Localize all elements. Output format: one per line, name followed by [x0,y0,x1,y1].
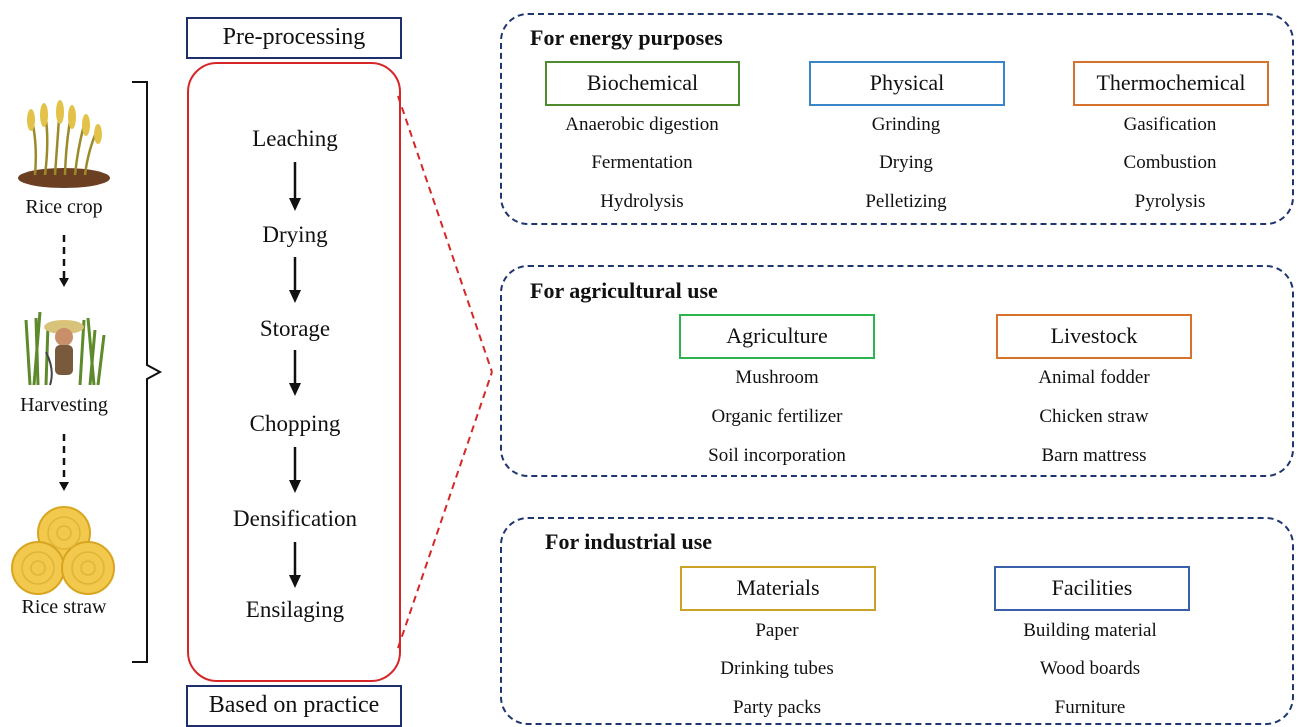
item-gasification: Gasification [1123,114,1217,135]
preprocessing-steps-container [187,62,401,682]
item-mushroom: Mushroom [735,367,819,388]
stage-label-harvesting: Harvesting [20,394,108,416]
stage-arrow-1 [59,235,69,287]
item-hydrolysis: Hydrolysis [600,191,684,212]
item-pelletizing: Pelletizing [865,191,947,212]
step-chopping: Chopping [249,411,341,436]
zoom-line-top [397,95,493,373]
item-chicken-straw: Chicken straw [1039,406,1149,427]
stage-arrow-2 [59,434,69,491]
step-drying: Drying [262,222,328,247]
category-biochemical: Biochemical [545,61,740,106]
item-anaerobic-digestion: Anaerobic digestion [565,114,719,135]
item-organic-fertilizer: Organic fertilizer [711,406,843,427]
item-building-material: Building material [1023,620,1157,641]
group-energy [500,13,1294,225]
step-arrow-5 [289,542,301,588]
group-industrial-title: For industrial use [545,529,713,554]
step-ensilaging: Ensilaging [245,597,345,622]
group-agricultural [500,265,1294,477]
item-paper: Paper [755,620,799,641]
item-wood-boards: Wood boards [1039,658,1141,679]
group-industrial [500,517,1294,725]
step-arrow-4 [289,447,301,493]
item-grinding: Grinding [871,114,941,135]
group-agricultural-title: For agricultural use [530,278,718,303]
item-soil-incorporation: Soil incorporation [708,445,846,466]
category-livestock: Livestock [996,314,1192,359]
item-party-packs: Party packs [732,697,822,718]
rice-crop-icon [18,100,110,188]
item-drinking-tubes: Drinking tubes [720,658,834,679]
category-facilities: Facilities [994,566,1190,611]
harvester-icon [24,311,106,386]
item-pyrolysis: Pyrolysis [1134,191,1206,212]
item-furniture: Furniture [1054,697,1126,718]
item-drying: Drying [879,152,933,173]
step-arrow-2 [289,257,301,303]
straw-bale-icon [11,506,115,595]
stage-label-rice-straw: Rice straw [21,596,107,618]
left-brace [132,81,163,663]
item-animal-fodder: Animal fodder [1038,367,1150,388]
category-agriculture: Agriculture [679,314,875,359]
step-leaching: Leaching [252,126,338,151]
group-energy-title: For energy purposes [530,25,723,50]
step-densification: Densification [233,506,357,531]
item-fermentation: Fermentation [591,152,693,173]
category-materials: Materials [680,566,876,611]
preprocessing-title: Pre-processing [186,17,402,59]
step-arrow-1 [289,162,301,211]
item-combustion: Combustion [1123,152,1217,173]
category-physical: Physical [809,61,1005,106]
preprocessing-footer: Based on practice [186,685,402,727]
category-thermochemical: Thermochemical [1073,61,1269,106]
step-arrow-3 [289,350,301,396]
stage-label-rice-crop: Rice crop [25,196,103,218]
step-storage: Storage [259,316,331,341]
zoom-line-bottom [397,371,493,649]
item-barn-mattress: Barn mattress [1041,445,1147,466]
